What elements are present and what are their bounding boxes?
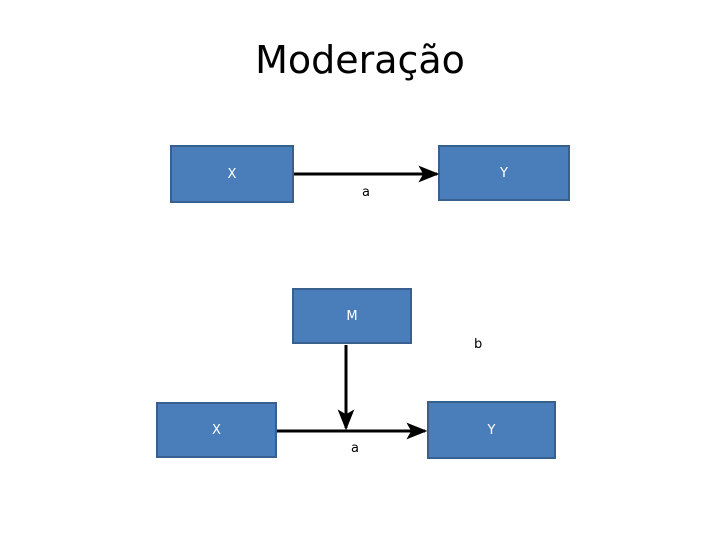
node-m[interactable]: M	[292, 288, 412, 344]
node-x-top[interactable]: X	[170, 145, 294, 203]
node-y-bottom[interactable]: Y	[427, 401, 556, 459]
node-y-top[interactable]: Y	[438, 145, 570, 201]
node-y-bottom-label: Y	[487, 422, 496, 438]
node-y-top-label: Y	[500, 165, 508, 181]
node-x-top-label: X	[227, 166, 237, 182]
slide-title: Moderação	[255, 38, 465, 82]
edge-label-a-bottom: a	[351, 441, 359, 456]
node-m-label: M	[346, 308, 358, 324]
edge-label-b: b	[474, 337, 483, 352]
node-x-bottom-label: X	[212, 422, 221, 438]
edge-label-a-top: a	[362, 185, 370, 200]
node-x-bottom[interactable]: X	[156, 402, 277, 458]
